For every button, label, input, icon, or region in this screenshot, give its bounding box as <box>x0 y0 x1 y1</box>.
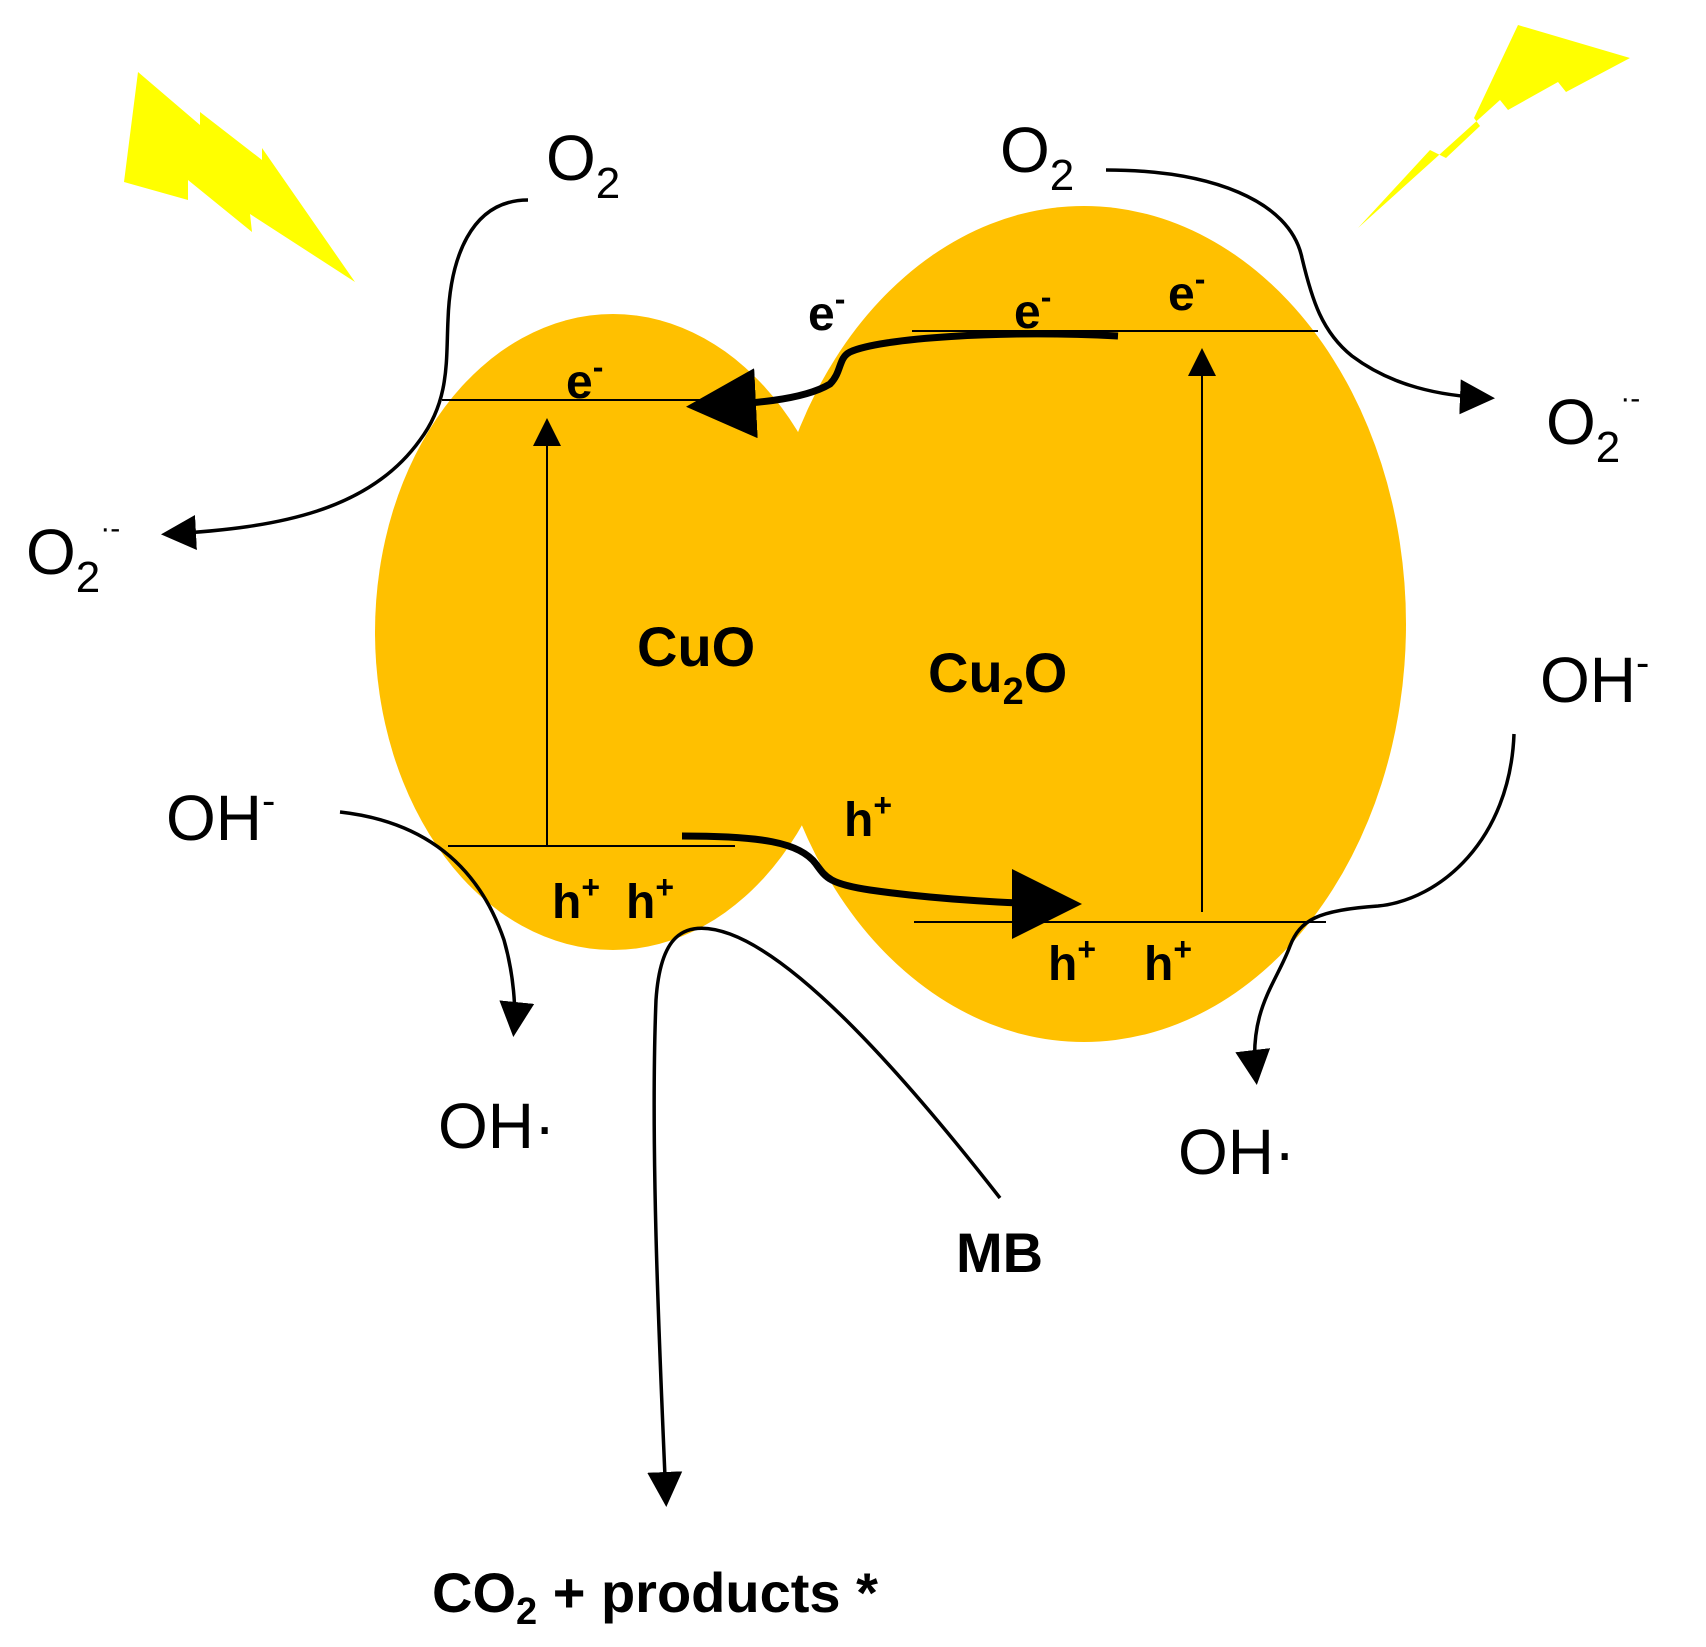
hole-label-cu2o-2: h+ <box>1144 931 1192 991</box>
hole-label-transfer: h+ <box>844 787 892 847</box>
hole-label-cu2o-1: h+ <box>1048 931 1096 991</box>
pollutant-label: MB <box>956 1221 1043 1284</box>
lightning-icon-left <box>124 72 355 282</box>
hydroxide-label-right: OH- <box>1540 641 1649 716</box>
electron-label-cu2o-1: e- <box>1014 279 1051 339</box>
hydroxide-label-left: OH- <box>166 779 275 854</box>
hole-label-cuo-2: h+ <box>626 869 674 929</box>
hydroxyl-radical-label-right: OH· <box>1178 1116 1295 1188</box>
hydroxyl-radical-label-left: OH· <box>438 1090 555 1162</box>
electron-label-cu2o-2: e- <box>1168 261 1205 321</box>
o2-label-right: O2 <box>1000 114 1074 200</box>
oh-oxidation-arrow-left <box>339 810 535 1037</box>
electron-label-cuo: e- <box>566 349 603 409</box>
lightning-icon-right <box>1358 25 1630 228</box>
superoxide-label-right: O2·- <box>1546 382 1640 472</box>
cu2o-label: Cu2O <box>928 641 1067 713</box>
products-label: CO2 + products * <box>432 1561 878 1633</box>
hole-label-cuo-1: h+ <box>552 869 600 929</box>
electron-label-transfer: e- <box>808 281 845 341</box>
superoxide-label-left: O2·- <box>26 512 120 602</box>
oh-oxidation-arrow-right <box>1235 733 1516 1085</box>
cuo-label: CuO <box>637 615 755 678</box>
hole-transfer-arrow <box>681 832 1082 939</box>
electron-transfer-arrow <box>686 330 1119 439</box>
cu2o-particle <box>762 206 1406 1042</box>
o2-reduction-arrow-left <box>161 198 529 550</box>
o2-label-left: O2 <box>546 122 620 208</box>
o2-reduction-arrow-right <box>1105 168 1495 415</box>
cuo-particle <box>375 314 851 950</box>
mb-degradation-arrow <box>647 926 1002 1507</box>
